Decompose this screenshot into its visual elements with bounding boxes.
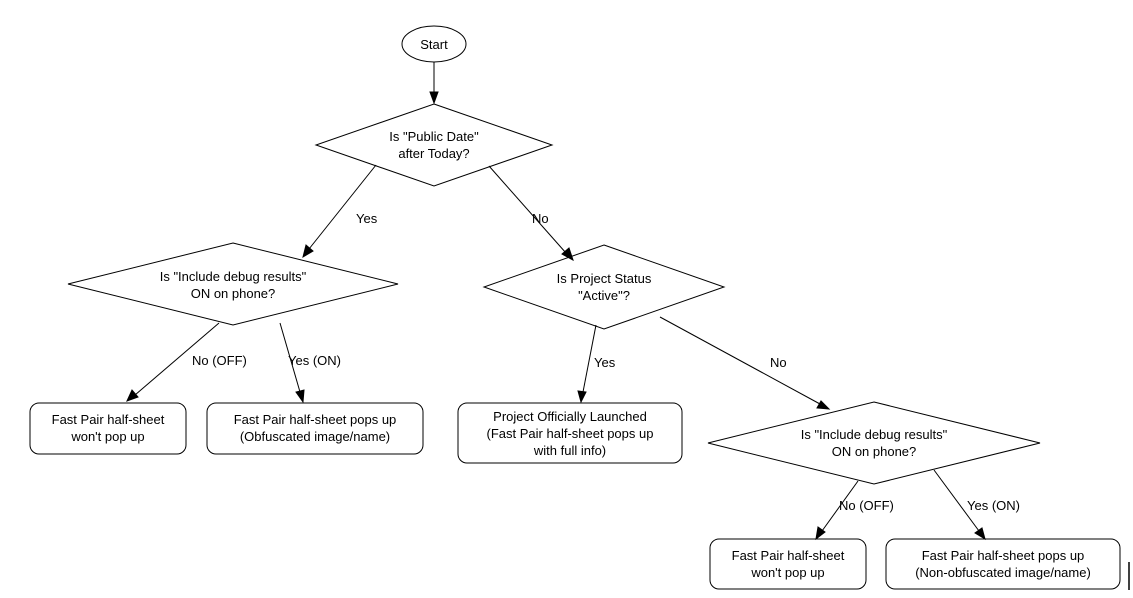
edge-project-status-yes: Yes	[577, 324, 616, 404]
edge-project-status-no-label: No	[770, 355, 787, 370]
edge-debug-right-yes-label: Yes (ON)	[967, 498, 1020, 513]
decision-debug-results-left: Is "Include debug results" ON on phone?	[67, 242, 399, 326]
edge-public-date-yes: Yes	[302, 164, 378, 259]
start-label: Start	[420, 37, 448, 52]
result-popup-obfuscated-line2: (Obfuscated image/name)	[240, 429, 390, 444]
result-no-popup-right-line2: won't pop up	[750, 565, 824, 580]
edge-debug-right-yes: Yes (ON)	[933, 469, 1020, 541]
result-launched-line1: Project Officially Launched	[493, 409, 647, 424]
edge-debug-left-yes-label: Yes (ON)	[288, 353, 341, 368]
decision-debug-left-line2: ON on phone?	[191, 286, 276, 301]
result-no-popup-right-line1: Fast Pair half-sheet	[732, 548, 845, 563]
edge-debug-right-no-label: No (OFF)	[839, 498, 894, 513]
decision-project-status-line2: "Active"?	[578, 288, 630, 303]
decision-project-status-line1: Is Project Status	[557, 271, 652, 286]
result-launched-line3: with full info)	[533, 443, 606, 458]
decision-debug-left-line1: Is "Include debug results"	[160, 269, 307, 284]
edge-public-date-no-label: No	[532, 211, 549, 226]
result-popup-obfuscated: Fast Pair half-sheet pops up (Obfuscated…	[206, 402, 424, 455]
decision-public-date-line1: Is "Public Date"	[389, 129, 479, 144]
decision-debug-right-line1: Is "Include debug results"	[801, 427, 948, 442]
result-no-popup-left-line1: Fast Pair half-sheet	[52, 412, 165, 427]
edge-debug-left-no: No (OFF)	[126, 322, 247, 402]
edge-project-status-yes-label: Yes	[594, 355, 616, 370]
decision-project-status: Is Project Status "Active"?	[482, 244, 726, 330]
edge-debug-left-no-label: No (OFF)	[192, 353, 247, 368]
edge-debug-right-no: No (OFF)	[815, 480, 894, 541]
decision-debug-results-right: Is "Include debug results" ON on phone?	[707, 401, 1041, 485]
result-officially-launched: Project Officially Launched (Fast Pair h…	[457, 402, 683, 464]
edge-public-date-no: No	[488, 165, 574, 262]
result-popup-non-obfuscated-line1: Fast Pair half-sheet pops up	[922, 548, 1085, 563]
edge-project-status-no: No	[659, 316, 831, 410]
edge-debug-left-yes: Yes (ON)	[279, 322, 341, 404]
decision-public-date: Is "Public Date" after Today?	[314, 103, 554, 187]
edge-start-to-public-date	[429, 62, 439, 105]
result-popup-obfuscated-line1: Fast Pair half-sheet pops up	[234, 412, 397, 427]
result-popup-non-obfuscated-line2: (Non-obfuscated image/name)	[915, 565, 1091, 580]
result-no-popup-right: Fast Pair half-sheet won't pop up	[709, 538, 867, 590]
start-node: Start	[401, 25, 467, 63]
result-popup-non-obfuscated: Fast Pair half-sheet pops up (Non-obfusc…	[885, 538, 1121, 590]
result-launched-line2: (Fast Pair half-sheet pops up	[487, 426, 654, 441]
result-no-popup-left: Fast Pair half-sheet won't pop up	[29, 402, 187, 455]
decision-public-date-line2: after Today?	[398, 146, 469, 161]
decision-debug-right-line2: ON on phone?	[832, 444, 917, 459]
edge-public-date-yes-label: Yes	[356, 211, 378, 226]
result-no-popup-left-line2: won't pop up	[70, 429, 144, 444]
